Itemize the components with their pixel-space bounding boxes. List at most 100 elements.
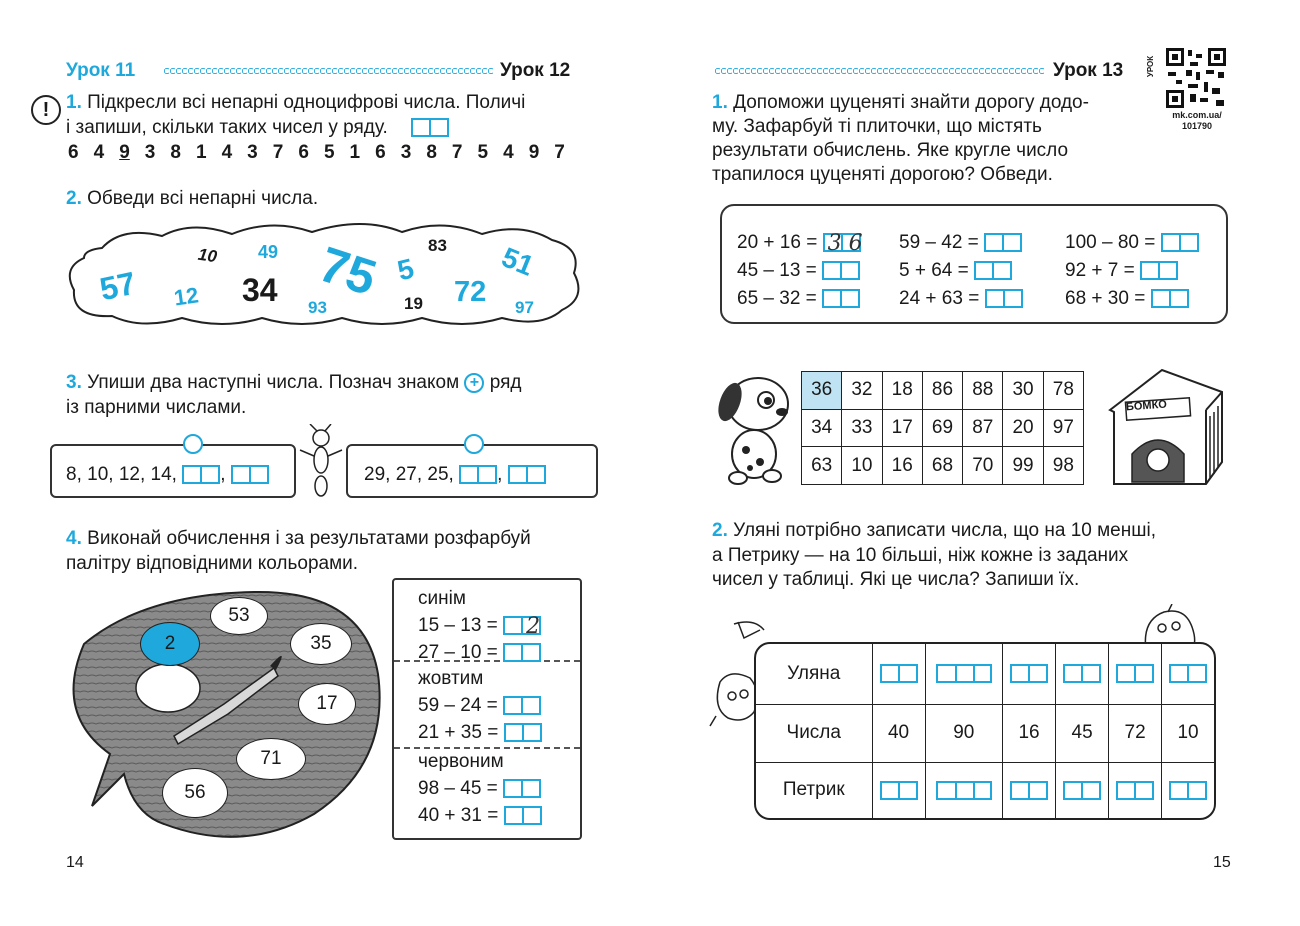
tile[interactable]: 87: [962, 408, 1004, 448]
tile[interactable]: 30: [1002, 371, 1044, 410]
answer-box[interactable]: [182, 465, 221, 485]
digit[interactable]: 4: [93, 142, 105, 163]
answer-box[interactable]: [230, 465, 269, 485]
answer-cell[interactable]: [1055, 644, 1110, 705]
answer-box[interactable]: [984, 233, 1023, 253]
tile[interactable]: 18: [881, 371, 923, 410]
tile[interactable]: 70: [962, 446, 1004, 485]
answer-box[interactable]: [935, 664, 992, 684]
answer-cell[interactable]: [924, 644, 1004, 705]
digit[interactable]: 6: [375, 142, 386, 163]
digit[interactable]: 6: [298, 142, 309, 163]
answer-box[interactable]: [503, 806, 542, 826]
answer-cell[interactable]: [1002, 644, 1057, 705]
answer-cell[interactable]: [871, 644, 926, 705]
qr-code-icon[interactable]: [1166, 48, 1226, 108]
cloud-number[interactable]: 19: [404, 294, 423, 313]
answer-box[interactable]: [1010, 780, 1049, 800]
digit[interactable]: 4: [221, 142, 233, 163]
answer-cell[interactable]: [1161, 644, 1214, 705]
answer-box[interactable]: [1140, 261, 1179, 281]
digit[interactable]: 8: [170, 142, 181, 163]
answer-box[interactable]: [879, 780, 918, 800]
tile[interactable]: 97: [1042, 408, 1085, 448]
answer-box[interactable]: [1116, 664, 1155, 684]
tile[interactable]: 68: [921, 446, 964, 485]
answer-box[interactable]: [1160, 233, 1199, 253]
digit[interactable]: 8: [426, 142, 437, 163]
palette-spot[interactable]: 53: [210, 597, 268, 635]
cloud-number[interactable]: 83: [428, 236, 447, 255]
answer-cell[interactable]: [924, 761, 1004, 818]
digit[interactable]: 9: [528, 142, 540, 163]
answer-cell[interactable]: [1002, 761, 1057, 818]
cloud-number[interactable]: 93: [308, 298, 327, 317]
answer-box[interactable]: 36: [822, 231, 863, 256]
answer-box[interactable]: [1169, 664, 1208, 684]
cloud-number[interactable]: 12: [172, 282, 201, 311]
tile[interactable]: 69: [921, 408, 964, 448]
answer-box[interactable]: [503, 696, 542, 716]
tile[interactable]: 99: [1002, 446, 1044, 485]
tile[interactable]: 16: [881, 446, 923, 485]
answer-box[interactable]: [1169, 780, 1208, 800]
answer-box[interactable]: [459, 465, 498, 485]
answer-box[interactable]: [1116, 780, 1155, 800]
cloud-number[interactable]: 34: [242, 272, 278, 308]
answer-box[interactable]: 2: [503, 614, 542, 639]
answer-box[interactable]: [503, 779, 542, 799]
digit[interactable]: 4: [503, 142, 514, 163]
palette-spot[interactable]: 17: [298, 683, 356, 725]
answer-box[interactable]: [879, 664, 918, 684]
tile[interactable]: 36: [800, 371, 843, 410]
digit[interactable]: 5: [323, 142, 335, 163]
qr-url[interactable]: mk.com.ua/ 101790: [1172, 110, 1222, 131]
tile[interactable]: 78: [1042, 371, 1085, 410]
cloud-number[interactable]: 51: [497, 241, 539, 282]
tile[interactable]: 34: [800, 408, 843, 448]
digit[interactable]: 7: [272, 142, 284, 163]
palette-spot[interactable]: 35: [290, 623, 352, 665]
digit[interactable]: 9: [119, 142, 130, 163]
answer-box[interactable]: [984, 289, 1023, 309]
palette-spot[interactable]: 71: [236, 738, 306, 780]
tile[interactable]: 63: [800, 446, 843, 485]
answer-box[interactable]: [1150, 289, 1189, 309]
answer-box[interactable]: [411, 117, 450, 137]
answer-box[interactable]: [1063, 664, 1102, 684]
tile[interactable]: 32: [841, 371, 883, 410]
cloud-number[interactable]: 72: [454, 276, 487, 308]
answer-cell[interactable]: [1055, 761, 1110, 818]
cloud-number[interactable]: 75: [312, 235, 383, 307]
tile[interactable]: 88: [962, 371, 1004, 410]
digit[interactable]: 1: [349, 142, 361, 163]
answer-box[interactable]: [1010, 664, 1049, 684]
cloud-number[interactable]: 97: [515, 298, 534, 317]
answer-box[interactable]: [503, 643, 542, 663]
tile[interactable]: 10: [841, 446, 883, 485]
answer-box[interactable]: [1063, 780, 1102, 800]
answer-box[interactable]: [507, 465, 546, 485]
palette-spot[interactable]: 56: [162, 768, 228, 818]
answer-box[interactable]: [822, 261, 861, 281]
palette-spot-blue[interactable]: 2: [140, 622, 200, 666]
answer-cell[interactable]: [871, 761, 926, 818]
answer-cell[interactable]: [1108, 644, 1163, 705]
answer-box[interactable]: [822, 289, 861, 309]
cloud-number[interactable]: 5: [394, 252, 417, 287]
cloud-number[interactable]: 10: [196, 244, 219, 267]
cloud-number[interactable]: 57: [96, 264, 139, 308]
digit[interactable]: 3: [144, 142, 156, 163]
digit[interactable]: 1: [195, 142, 207, 163]
digit[interactable]: 3: [247, 142, 258, 163]
answer-box[interactable]: [974, 261, 1013, 281]
tile[interactable]: 17: [881, 408, 923, 448]
mark-circle-1[interactable]: [183, 434, 203, 454]
digit[interactable]: 5: [477, 142, 489, 163]
tile[interactable]: 20: [1002, 408, 1044, 448]
answer-box[interactable]: [935, 780, 992, 800]
cloud-number[interactable]: 49: [258, 242, 279, 262]
digit[interactable]: 3: [400, 142, 412, 163]
digit[interactable]: 7: [451, 142, 463, 163]
tile[interactable]: 98: [1042, 446, 1085, 485]
